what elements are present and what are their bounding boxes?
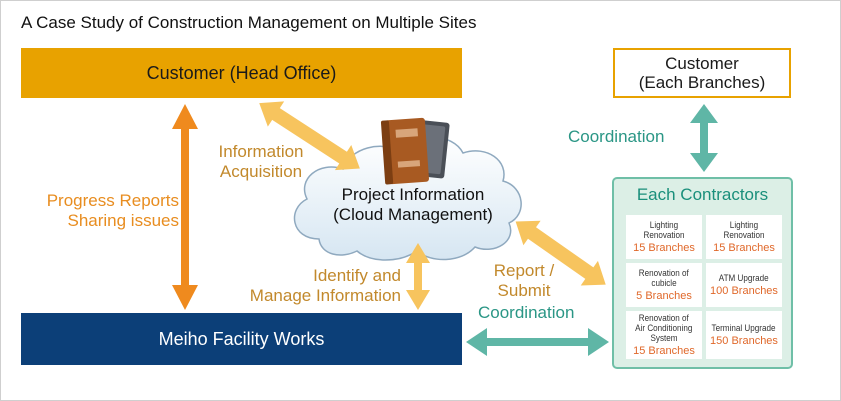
coordination-bottom-arrow (466, 328, 609, 356)
progress-label: Progress Reports Sharing issues (21, 191, 179, 231)
branches-line2: (Each Branches) (638, 73, 766, 92)
contractors-panel: Each Contractors Lighting Renovation 15 … (612, 177, 793, 369)
contractor-name: Lighting Renovation (723, 219, 765, 240)
progress-line2: Sharing issues (67, 211, 179, 230)
info-acquisition-line2: Acquisition (219, 162, 303, 181)
customer-branches-box: Customer (Each Branches) (613, 48, 791, 98)
contractor-item: Lighting Renovation 15 Branches (626, 215, 702, 259)
contractor-count: 15 Branches (633, 241, 695, 254)
report-line1: Report / (493, 261, 555, 280)
contractor-item: Lighting Renovation 15 Branches (706, 215, 782, 259)
info-acquisition-label: Information Acquisition (209, 142, 313, 182)
progress-arrow (172, 104, 198, 310)
report-arrow (515, 220, 606, 286)
contractor-name: System (650, 332, 678, 343)
contractor-count: 15 Branches (713, 241, 775, 254)
identify-line2: Manage Information (249, 286, 401, 305)
report-line2: Submit (497, 281, 551, 300)
meiho-box: Meiho Facility Works (21, 313, 462, 365)
contractor-item: Renovation of cubicle 5 Branches (626, 263, 702, 307)
contractor-name: Renovation of (638, 267, 689, 278)
contractor-item: Terminal Upgrade 150 Branches (706, 311, 782, 359)
info-acquisition-line1: Information (218, 142, 304, 161)
cloud-line2: (Cloud Management) (333, 205, 493, 224)
contractor-name: ATM Upgrade (719, 272, 769, 283)
identify-arrow (406, 243, 430, 310)
customer-head-office-box: Customer (Head Office) (21, 48, 462, 98)
contractor-name: Renovation of (638, 312, 689, 323)
contractor-count: 15 Branches (633, 344, 695, 357)
contractor-count: 5 Branches (636, 289, 692, 302)
contractor-name: cubicle (651, 277, 677, 288)
contractor-name: Air Conditioning (635, 322, 693, 333)
branches-line1: Customer (665, 54, 739, 73)
identify-line1: Identify and (313, 266, 401, 285)
cloud-line1: Project Information (341, 185, 485, 204)
cloud-label: Project Information (Cloud Management) (304, 185, 522, 225)
page-title: A Case Study of Construction Management … (21, 13, 477, 32)
contractor-count: 150 Branches (710, 334, 778, 347)
report-label: Report / Submit (479, 261, 569, 301)
coordination-bottom-label: Coordination (478, 303, 575, 322)
coordination-top-label: Coordination (568, 127, 665, 146)
progress-line1: Progress Reports (46, 191, 179, 210)
contractor-name: Terminal Upgrade (712, 322, 776, 333)
coordination-top-arrow (690, 104, 718, 172)
identify-label: Identify and Manage Information (217, 266, 401, 306)
info-acquisition-arrow (259, 101, 360, 171)
contractor-item: Renovation of Air Conditioning System 15… (626, 311, 702, 359)
contractor-count: 100 Branches (710, 284, 778, 297)
contractor-item: ATM Upgrade 100 Branches (706, 263, 782, 307)
contractor-name: Lighting Renovation (643, 219, 685, 240)
contractors-title: Each Contractors (636, 185, 769, 204)
binders-icon (380, 117, 450, 185)
